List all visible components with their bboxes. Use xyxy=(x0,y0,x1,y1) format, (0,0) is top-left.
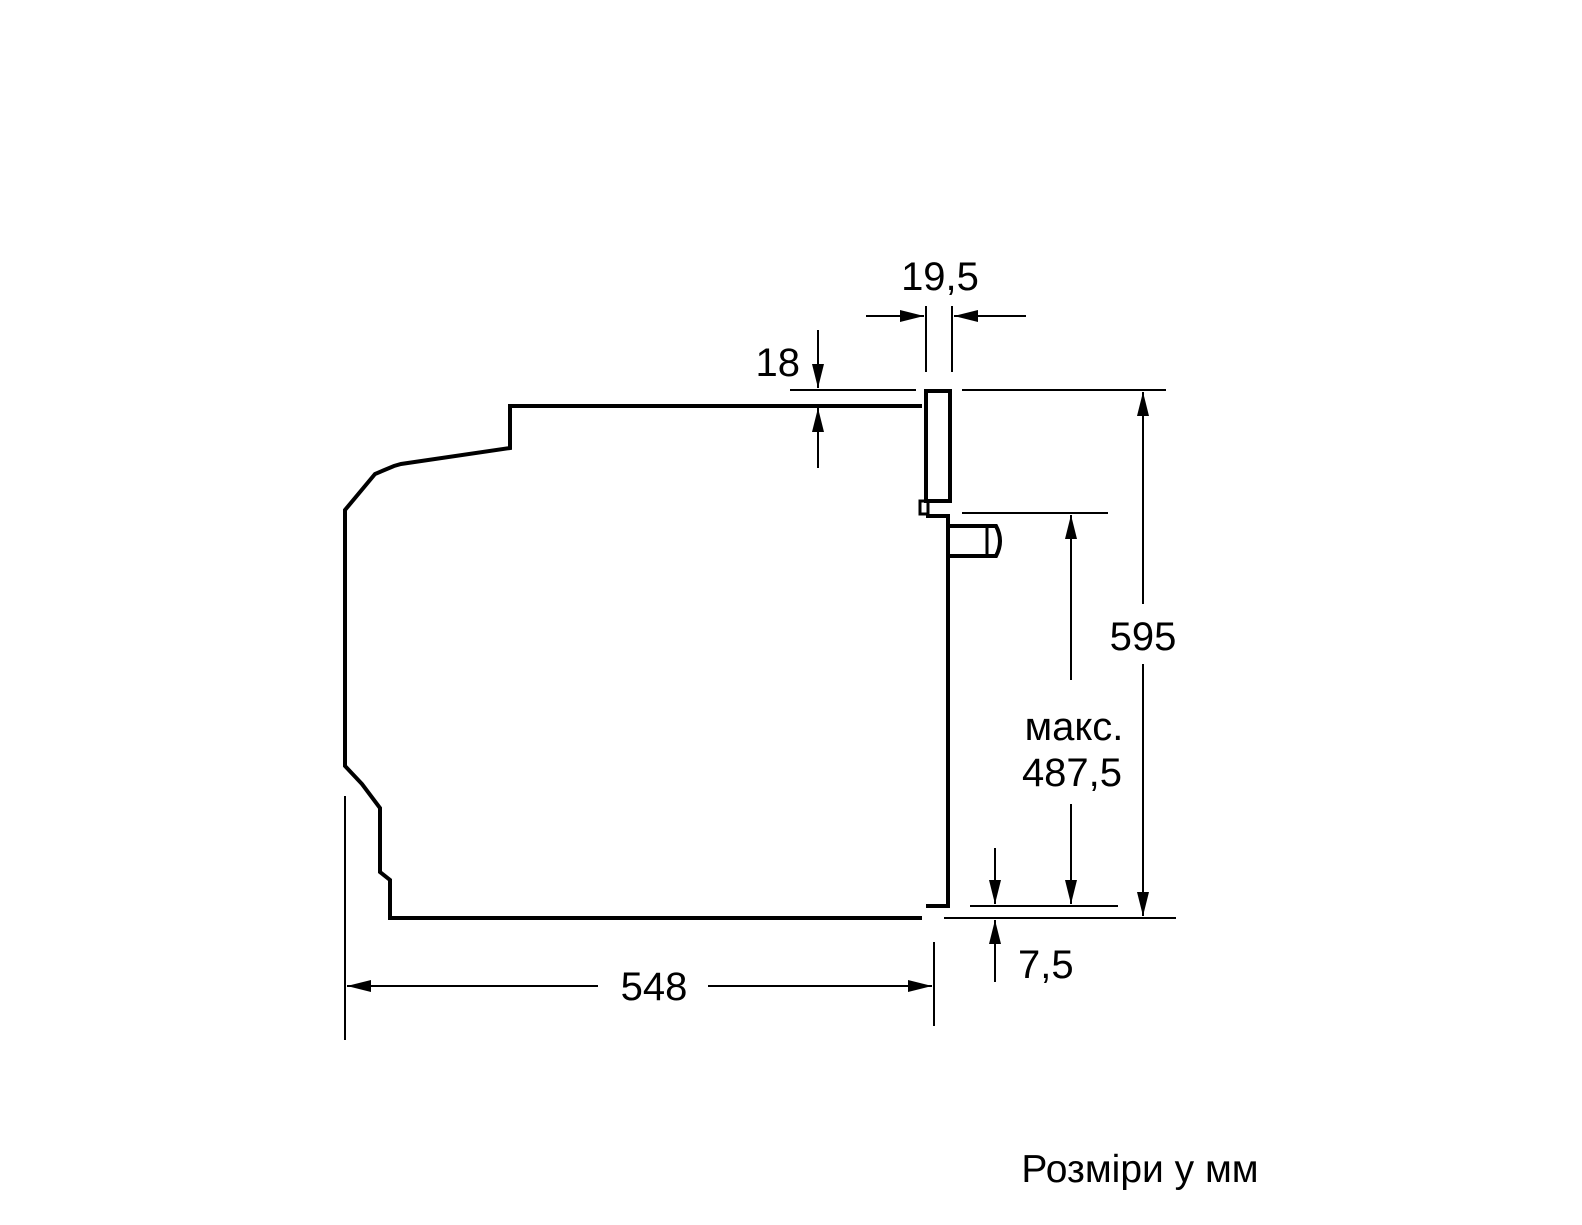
dim-487-max-label: макс. xyxy=(1025,705,1124,749)
dim-595-label: 595 xyxy=(1110,615,1177,659)
dim-487-value-label: 487,5 xyxy=(1022,751,1122,795)
panel-step xyxy=(918,499,930,516)
dim-548-label: 548 xyxy=(621,965,688,1009)
dim-19-5-label: 19,5 xyxy=(901,255,979,299)
oven-body-outline xyxy=(343,404,922,920)
control-panel-front xyxy=(924,389,952,503)
door-handle xyxy=(950,524,1002,558)
dim-7-5-label: 7,5 xyxy=(1018,943,1074,987)
dim-18-label: 18 xyxy=(756,341,801,385)
door-front xyxy=(926,514,950,908)
units-caption: Розміри у мм xyxy=(1021,1148,1258,1191)
